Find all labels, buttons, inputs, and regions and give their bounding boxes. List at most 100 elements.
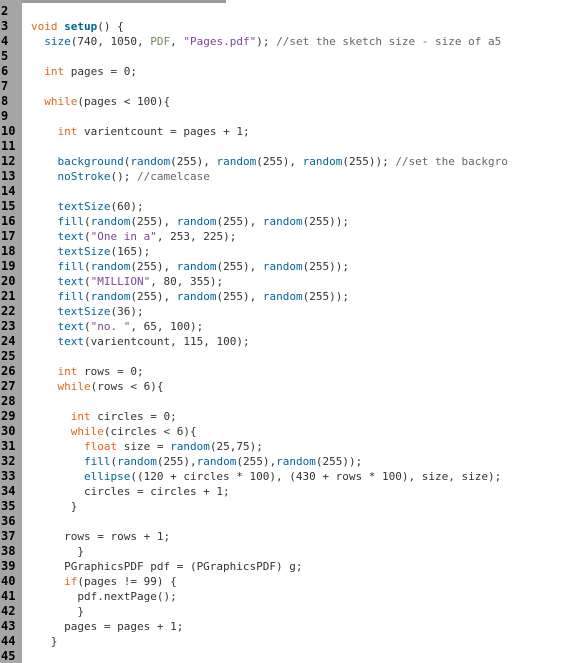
code-token: PGraphicsPDF pdf = (PGraphicsPDF) g; xyxy=(31,560,303,573)
code-token: random xyxy=(90,260,131,273)
code-line[interactable]: text(varientcount, 115, 100); xyxy=(31,334,250,349)
code-token xyxy=(31,320,58,333)
code-line[interactable]: text("MILLION", 80, 355); xyxy=(31,274,224,289)
code-token: while xyxy=(57,380,91,393)
code-line[interactable]: textSize(60); xyxy=(31,199,144,214)
code-token: random xyxy=(262,215,303,228)
code-line[interactable]: pdf.nextPage(); xyxy=(31,589,176,604)
code-token: int xyxy=(57,365,78,378)
line-number: 5 xyxy=(1,49,9,63)
code-token: (255), xyxy=(156,455,197,468)
code-line[interactable]: while(pages < 100){ xyxy=(31,94,170,109)
code-line[interactable]: pages = pages + 1; xyxy=(31,619,183,634)
code-line[interactable]: int circles = 0; xyxy=(31,409,177,424)
code-line[interactable]: float size = random(25,75); xyxy=(31,439,263,454)
code-token: (255), xyxy=(170,155,217,168)
code-line[interactable]: circles = circles + 1; xyxy=(31,484,230,499)
code-token: while xyxy=(44,95,78,108)
code-token: random xyxy=(262,290,303,303)
code-line[interactable]: PGraphicsPDF pdf = (PGraphicsPDF) g; xyxy=(31,559,303,574)
code-token: text xyxy=(57,230,85,243)
code-token: ellipse xyxy=(83,470,131,483)
code-token: pages = pages + 1; xyxy=(31,620,184,633)
code-token: (740, 1050, xyxy=(70,35,151,48)
code-line[interactable]: textSize(165); xyxy=(31,244,151,259)
line-number: 17 xyxy=(1,229,16,243)
code-line[interactable]: void setup() { xyxy=(31,19,124,34)
line-number: 29 xyxy=(1,409,16,423)
line-number: 42 xyxy=(1,604,16,618)
code-token: random xyxy=(176,290,217,303)
line-number: 43 xyxy=(1,619,16,633)
code-token: pages = 0; xyxy=(64,65,137,78)
code-line[interactable]: int varientcount = pages + 1; xyxy=(31,124,250,139)
code-line[interactable]: size(740, 1050, PDF, "Pages.pdf"); //set… xyxy=(31,34,501,49)
code-token: varientcount = pages + 1; xyxy=(77,125,250,138)
line-number: 32 xyxy=(1,454,16,468)
line-number: 2 xyxy=(1,4,9,18)
code-token xyxy=(31,200,58,213)
code-token xyxy=(31,170,58,183)
code-line[interactable]: int pages = 0; xyxy=(31,64,137,79)
line-number: 4 xyxy=(1,34,9,48)
code-token: (255)); xyxy=(342,155,396,168)
code-line[interactable]: noStroke(); //camelcase xyxy=(31,169,210,184)
code-line[interactable]: } xyxy=(31,544,84,559)
line-number: 21 xyxy=(1,289,16,303)
line-number: 45 xyxy=(1,649,16,663)
code-token: ((120 + circles * 100), (430 + rows * 10… xyxy=(130,470,502,483)
code-token: (255), xyxy=(256,155,303,168)
code-token xyxy=(31,230,58,243)
code-line[interactable]: } xyxy=(31,634,58,649)
code-line[interactable]: } xyxy=(31,604,84,619)
code-line[interactable]: fill(random(255), random(255), random(25… xyxy=(31,289,349,304)
code-line[interactable]: fill(random(255), random(255), random(25… xyxy=(31,259,349,274)
code-token: rows = rows + 1; xyxy=(31,530,171,543)
code-token: while xyxy=(70,425,104,438)
code-token: ( xyxy=(84,320,91,333)
line-number: 13 xyxy=(1,169,16,183)
line-number: 41 xyxy=(1,589,16,603)
line-number: 25 xyxy=(1,349,16,363)
code-token: (255), xyxy=(216,260,263,273)
code-token: (255), xyxy=(216,215,263,228)
code-line[interactable]: fill(random(255), random(255), random(25… xyxy=(31,214,349,229)
code-token xyxy=(31,455,84,468)
code-token: random xyxy=(302,155,343,168)
code-line[interactable]: rows = rows + 1; xyxy=(31,529,170,544)
code-line[interactable]: background(random(255), random(255), ran… xyxy=(31,154,508,169)
code-token: (varientcount, 115, 100); xyxy=(84,335,250,348)
line-number: 18 xyxy=(1,244,16,258)
code-line[interactable]: while(circles < 6){ xyxy=(31,424,197,439)
line-number: 10 xyxy=(1,124,16,138)
line-number: 33 xyxy=(1,469,16,483)
code-token: PDF xyxy=(150,35,171,48)
code-token: ( xyxy=(84,230,91,243)
line-number: 34 xyxy=(1,484,16,498)
code-token: (pages < 100){ xyxy=(77,95,171,108)
code-line[interactable]: text("One in a", 253, 225); xyxy=(31,229,237,244)
code-token: fill xyxy=(57,215,85,228)
code-token: float xyxy=(83,440,118,453)
code-line[interactable]: textSize(36); xyxy=(31,304,144,319)
code-line[interactable]: if(pages != 99) { xyxy=(31,574,177,589)
code-token xyxy=(31,95,44,108)
line-number: 39 xyxy=(1,559,16,573)
code-token xyxy=(31,575,64,588)
code-token: "Pages.pdf" xyxy=(183,35,257,48)
code-text-area[interactable]: void setup() { size(740, 1050, PDF, "Pag… xyxy=(22,0,567,663)
code-line[interactable]: while(rows < 6){ xyxy=(31,379,164,394)
code-line[interactable]: int rows = 0; xyxy=(31,364,144,379)
code-token: random xyxy=(170,440,210,453)
line-number: 35 xyxy=(1,499,16,513)
code-line[interactable]: ellipse((120 + circles * 100), (430 + ro… xyxy=(31,469,501,484)
line-number: 40 xyxy=(1,574,16,588)
line-number: 28 xyxy=(1,394,16,408)
code-token: (255), xyxy=(216,290,263,303)
code-line[interactable]: fill(random(255),random(255),random(255)… xyxy=(31,454,362,469)
code-line[interactable]: text("no. ", 65, 100); xyxy=(31,319,204,334)
code-token xyxy=(31,290,58,303)
code-line[interactable]: } xyxy=(31,499,78,514)
line-number: 3 xyxy=(1,19,9,33)
